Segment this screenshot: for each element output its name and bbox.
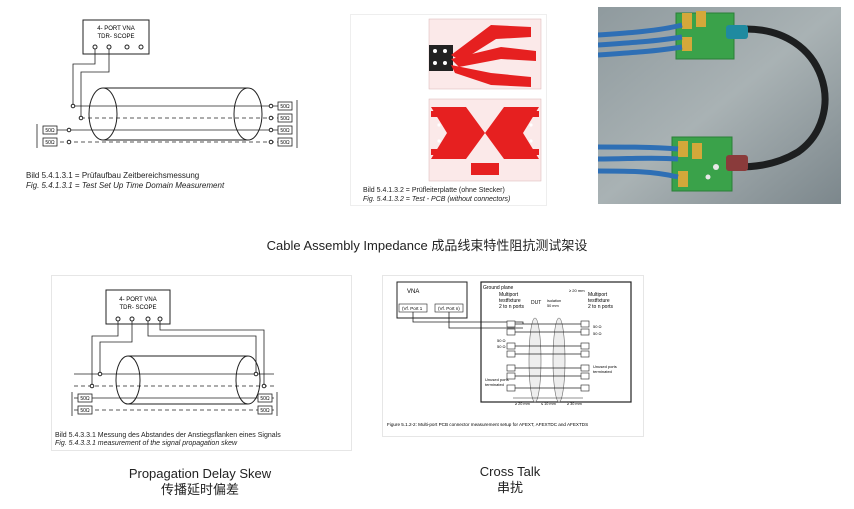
res-50: 50 Ω [497,338,506,343]
pcb-caption-de: Bild 5.4.1.3.2 = Prüfleiterplatte (ohne … [363,187,505,194]
dut-label: DUT [531,300,541,306]
vna-label: VNA [407,289,419,295]
vna-box-line2: TDR- SCOPE [119,305,156,311]
panel-cable-photo [597,7,841,204]
cable-assembly-photo [597,7,841,204]
res-50: 50 Ω [593,324,602,329]
mp-right-2: testfixture [588,298,610,304]
panel-cross-talk-setup: Ground plane VNA (Vf. Port 1 (Vf. Port n… [382,275,644,437]
unused-right-2: terminated [593,369,612,374]
mp-right-1: Multiport [588,292,608,298]
skew-caption-en: Fig. 5.4.3.3.1 measurement of the signal… [55,439,237,448]
res-50: 50 Ω [593,331,602,336]
label-skew-zh: 传播延时偏差 [160,482,239,497]
mp-right-3: 2 to n ports [588,304,614,310]
label-skew-en: Propagation Delay Skew [128,466,272,481]
resistor-label: 50Ω [280,104,290,110]
resistor-label: 50Ω [280,140,290,146]
isolation-1: Isolation [547,299,561,303]
label-cross-en: Cross Talk [479,464,541,479]
mp-left-2: testfixture [499,298,521,304]
unused-right-1: Unused ports [593,364,617,369]
cross-talk-figure-caption: Figure 5.1.2-2: Multi-port PCB connector… [387,422,588,427]
propagation-skew-diagram: 4- PORT VNA TDR- SCOPE 50Ω 50Ω 50Ω 50Ω [71,289,278,416]
label-propagation-delay-skew: Propagation Delay Skew 传播延时偏差 [90,466,310,498]
resistor-label: 50Ω [45,140,55,146]
vna-box-line1: 4- PORT VNA [97,26,134,32]
resistor-label: 50Ω [280,128,290,134]
resistor-label: 50Ω [280,116,290,122]
figure-caption-de: Bild 5.4.1.3.1 = Prüfaufbau Zeitbereichs… [26,171,200,180]
mp-left-3: 2 to n ports [499,304,525,310]
panel-propagation-skew: 4- PORT VNA TDR- SCOPE 50Ω 50Ω 50Ω 50Ω B… [51,275,352,451]
vna-box-line1: 4- PORT VNA [119,297,156,303]
dim-top: ≥ 20 mm [569,288,585,293]
panel-test-pcb: Bild 5.4.1.3.2 = Prüfleiterplatte (ohne … [350,14,547,206]
res-50: 50 Ω [497,344,506,349]
vna-box-line2: TDR- SCOPE [97,34,134,40]
mp-left-1: Multiport [499,292,519,298]
unused-left-2: terminated [485,382,504,387]
vna-port-1: (Vf. Port 1 [402,306,423,311]
resistor-label: 50Ω [260,396,270,402]
ground-plane-label: Ground plane [483,285,514,291]
vna-port-n: (Vf. Port n) [438,306,460,311]
figure-caption-en: Fig. 5.4.1.3.1 = Test Set Up Time Domain… [26,181,224,190]
test-pcb-drawing [428,18,542,182]
dim-c: ≥ 30 mm [567,402,582,406]
label-cross-talk: Cross Talk 串扰 [420,464,600,496]
panel-test-setup-time-domain: 4- PORT VNA TDR- SCOPE 50Ω 50Ω [23,14,310,204]
pcb-caption-en: Fig. 5.4.1.3.2 = Test - PCB (without con… [363,195,510,204]
dim-b: ≤ 10 mm [541,402,556,406]
label-cross-zh: 串扰 [496,480,523,495]
unused-left-1: Unused ports [485,377,509,382]
figure-caption-en-text: Fig. 5.4.1.3.1 = Test Set Up Time Domain… [26,181,225,190]
resistor-label: 50Ω [260,408,270,414]
resistor-label: 50Ω [45,128,55,134]
isolation-2: 50 mm [547,304,559,308]
caption-cable-assembly-impedance: Cable Assembly Impedance 成品线束特性阻抗测试架设 [266,238,588,253]
cross-talk-diagram: Ground plane VNA (Vf. Port 1 (Vf. Port n… [387,281,632,427]
resistor-label: 50Ω [80,408,90,414]
resistor-label: 50Ω [80,396,90,402]
pcb-caption-en-text: Fig. 5.4.1.3.2 = Test - PCB (without con… [363,196,511,203]
skew-caption-en-text: Fig. 5.4.3.3.1 measurement of the signal… [55,440,238,447]
dim-a: ≥ 20 mm [515,402,530,406]
skew-caption-de: Bild 5.4.3.3.1 Messung des Abstandes der… [55,432,281,439]
time-domain-setup-diagram: 4- PORT VNA TDR- SCOPE 50Ω 50Ω [36,19,298,148]
